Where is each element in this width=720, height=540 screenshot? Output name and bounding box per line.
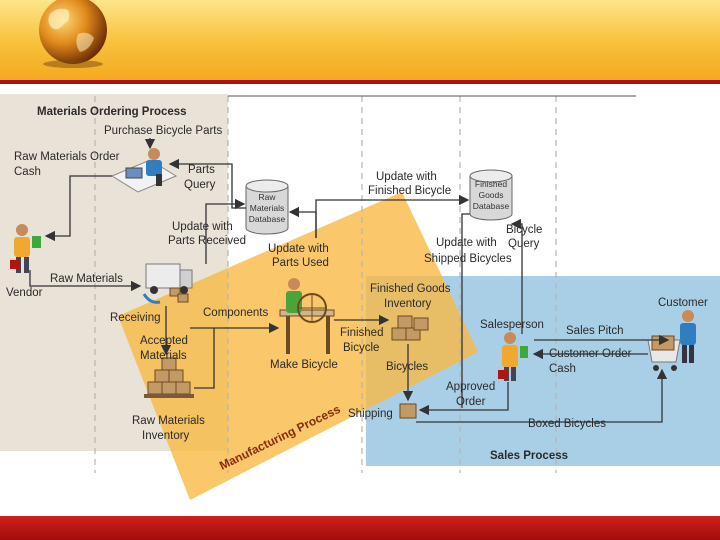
label-customer-order-2: Cash <box>549 363 576 375</box>
arrow-bike-query <box>510 218 523 334</box>
fg-db-line1: Finished <box>475 179 507 189</box>
arrow-received-update <box>205 198 246 264</box>
label-raw-order-cash: Cash <box>14 166 41 178</box>
label-fg-inventory-2: Inventory <box>384 298 432 310</box>
label-raw-materials: Raw Materials <box>50 273 123 285</box>
label-sales-pitch: Sales Pitch <box>566 325 624 337</box>
arrow-inventory-to-components <box>194 328 215 389</box>
label-bicycles: Bicycles <box>386 361 428 373</box>
label-finished-bicycle-1: Finished <box>340 327 383 339</box>
label-update-received-2: Parts Received <box>168 235 246 247</box>
label-update-received-1: Update with <box>172 221 233 233</box>
sales-section-title: Sales Process <box>490 450 568 462</box>
arrow-boxed-bicycles <box>416 368 668 423</box>
label-approved-1: Approved <box>446 381 495 393</box>
label-finished-bicycle-2: Bicycle <box>343 342 379 354</box>
customer-icon <box>647 310 696 371</box>
label-update-used-2: Parts Used <box>272 257 329 269</box>
raw-db-line3: Database <box>249 214 286 224</box>
label-raw-inventory-1: Raw Materials <box>132 415 205 427</box>
raw-db-line2: Materials <box>250 203 284 213</box>
label-boxed-bicycles: Boxed Bicycles <box>528 418 606 430</box>
arrow-order-to-vendor <box>44 175 112 242</box>
label-bike-query-1: Bicycle <box>506 224 542 236</box>
diagram-labels: Purchase Bicycle Parts Raw Materials Ord… <box>6 125 708 442</box>
business-process-diagram: Materials Ordering Process Sales Process… <box>0 94 720 500</box>
label-raw-order: Raw Materials Order <box>14 151 120 163</box>
label-customer: Customer <box>658 297 708 309</box>
label-parts-query-1: Parts <box>188 164 215 176</box>
slide-header <box>0 0 720 80</box>
header-divider <box>0 80 720 84</box>
label-receiving: Receiving <box>110 312 161 324</box>
shipping-box-icon <box>399 403 417 419</box>
raw-materials-boxes-icon <box>144 357 194 398</box>
bicycle-maker-icon <box>279 278 335 354</box>
label-vendor: Vendor <box>6 287 43 299</box>
fg-db-line3: Database <box>473 201 510 211</box>
label-accepted-2: Materials <box>140 350 187 362</box>
vendor-person-icon <box>10 224 41 273</box>
label-bike-query-2: Query <box>508 238 540 250</box>
label-parts-query-2: Query <box>184 179 216 191</box>
slide-footer <box>0 516 720 540</box>
label-components: Components <box>203 307 268 319</box>
arrow-approved-order <box>418 382 509 416</box>
label-salesperson: Salesperson <box>480 319 544 331</box>
purchasing-clerk-icon <box>110 148 178 193</box>
fg-db-line2: Goods <box>478 190 503 200</box>
arrow-raw-to-truck <box>29 270 142 292</box>
finished-goods-boxes-icon <box>391 315 429 341</box>
raw-materials-database: Raw Materials Database <box>245 179 289 235</box>
label-accepted-1: Accepted <box>140 335 188 347</box>
label-shipping: Shipping <box>348 408 393 420</box>
delivery-truck-icon <box>142 263 193 304</box>
arrow-finished-update <box>315 194 470 238</box>
label-customer-order-1: Customer Order <box>549 348 632 360</box>
label-make-bicycle: Make Bicycle <box>270 359 338 371</box>
raw-db-line1: Raw <box>258 192 276 202</box>
arrow-shipped-update <box>461 213 470 408</box>
label-raw-inventory-2: Inventory <box>142 430 190 442</box>
label-approved-2: Order <box>456 396 486 408</box>
finished-goods-database: Finished Goods Database <box>469 169 513 221</box>
salesperson-icon <box>498 332 528 381</box>
materials-section-title: Materials Ordering Process <box>37 106 187 118</box>
label-update-finished-1: Update with <box>376 171 437 183</box>
label-purchase-parts: Purchase Bicycle Parts <box>104 125 222 137</box>
globe-logo <box>39 0 107 68</box>
label-update-shipped-2: Shipped Bicycles <box>424 253 512 265</box>
manufacturing-band <box>118 192 478 500</box>
label-fg-inventory-1: Finished Goods <box>370 283 451 295</box>
label-update-used-1: Update with <box>268 243 329 255</box>
label-update-finished-2: Finished Bicycle <box>368 185 451 197</box>
label-update-shipped-1: Update with <box>436 237 497 249</box>
